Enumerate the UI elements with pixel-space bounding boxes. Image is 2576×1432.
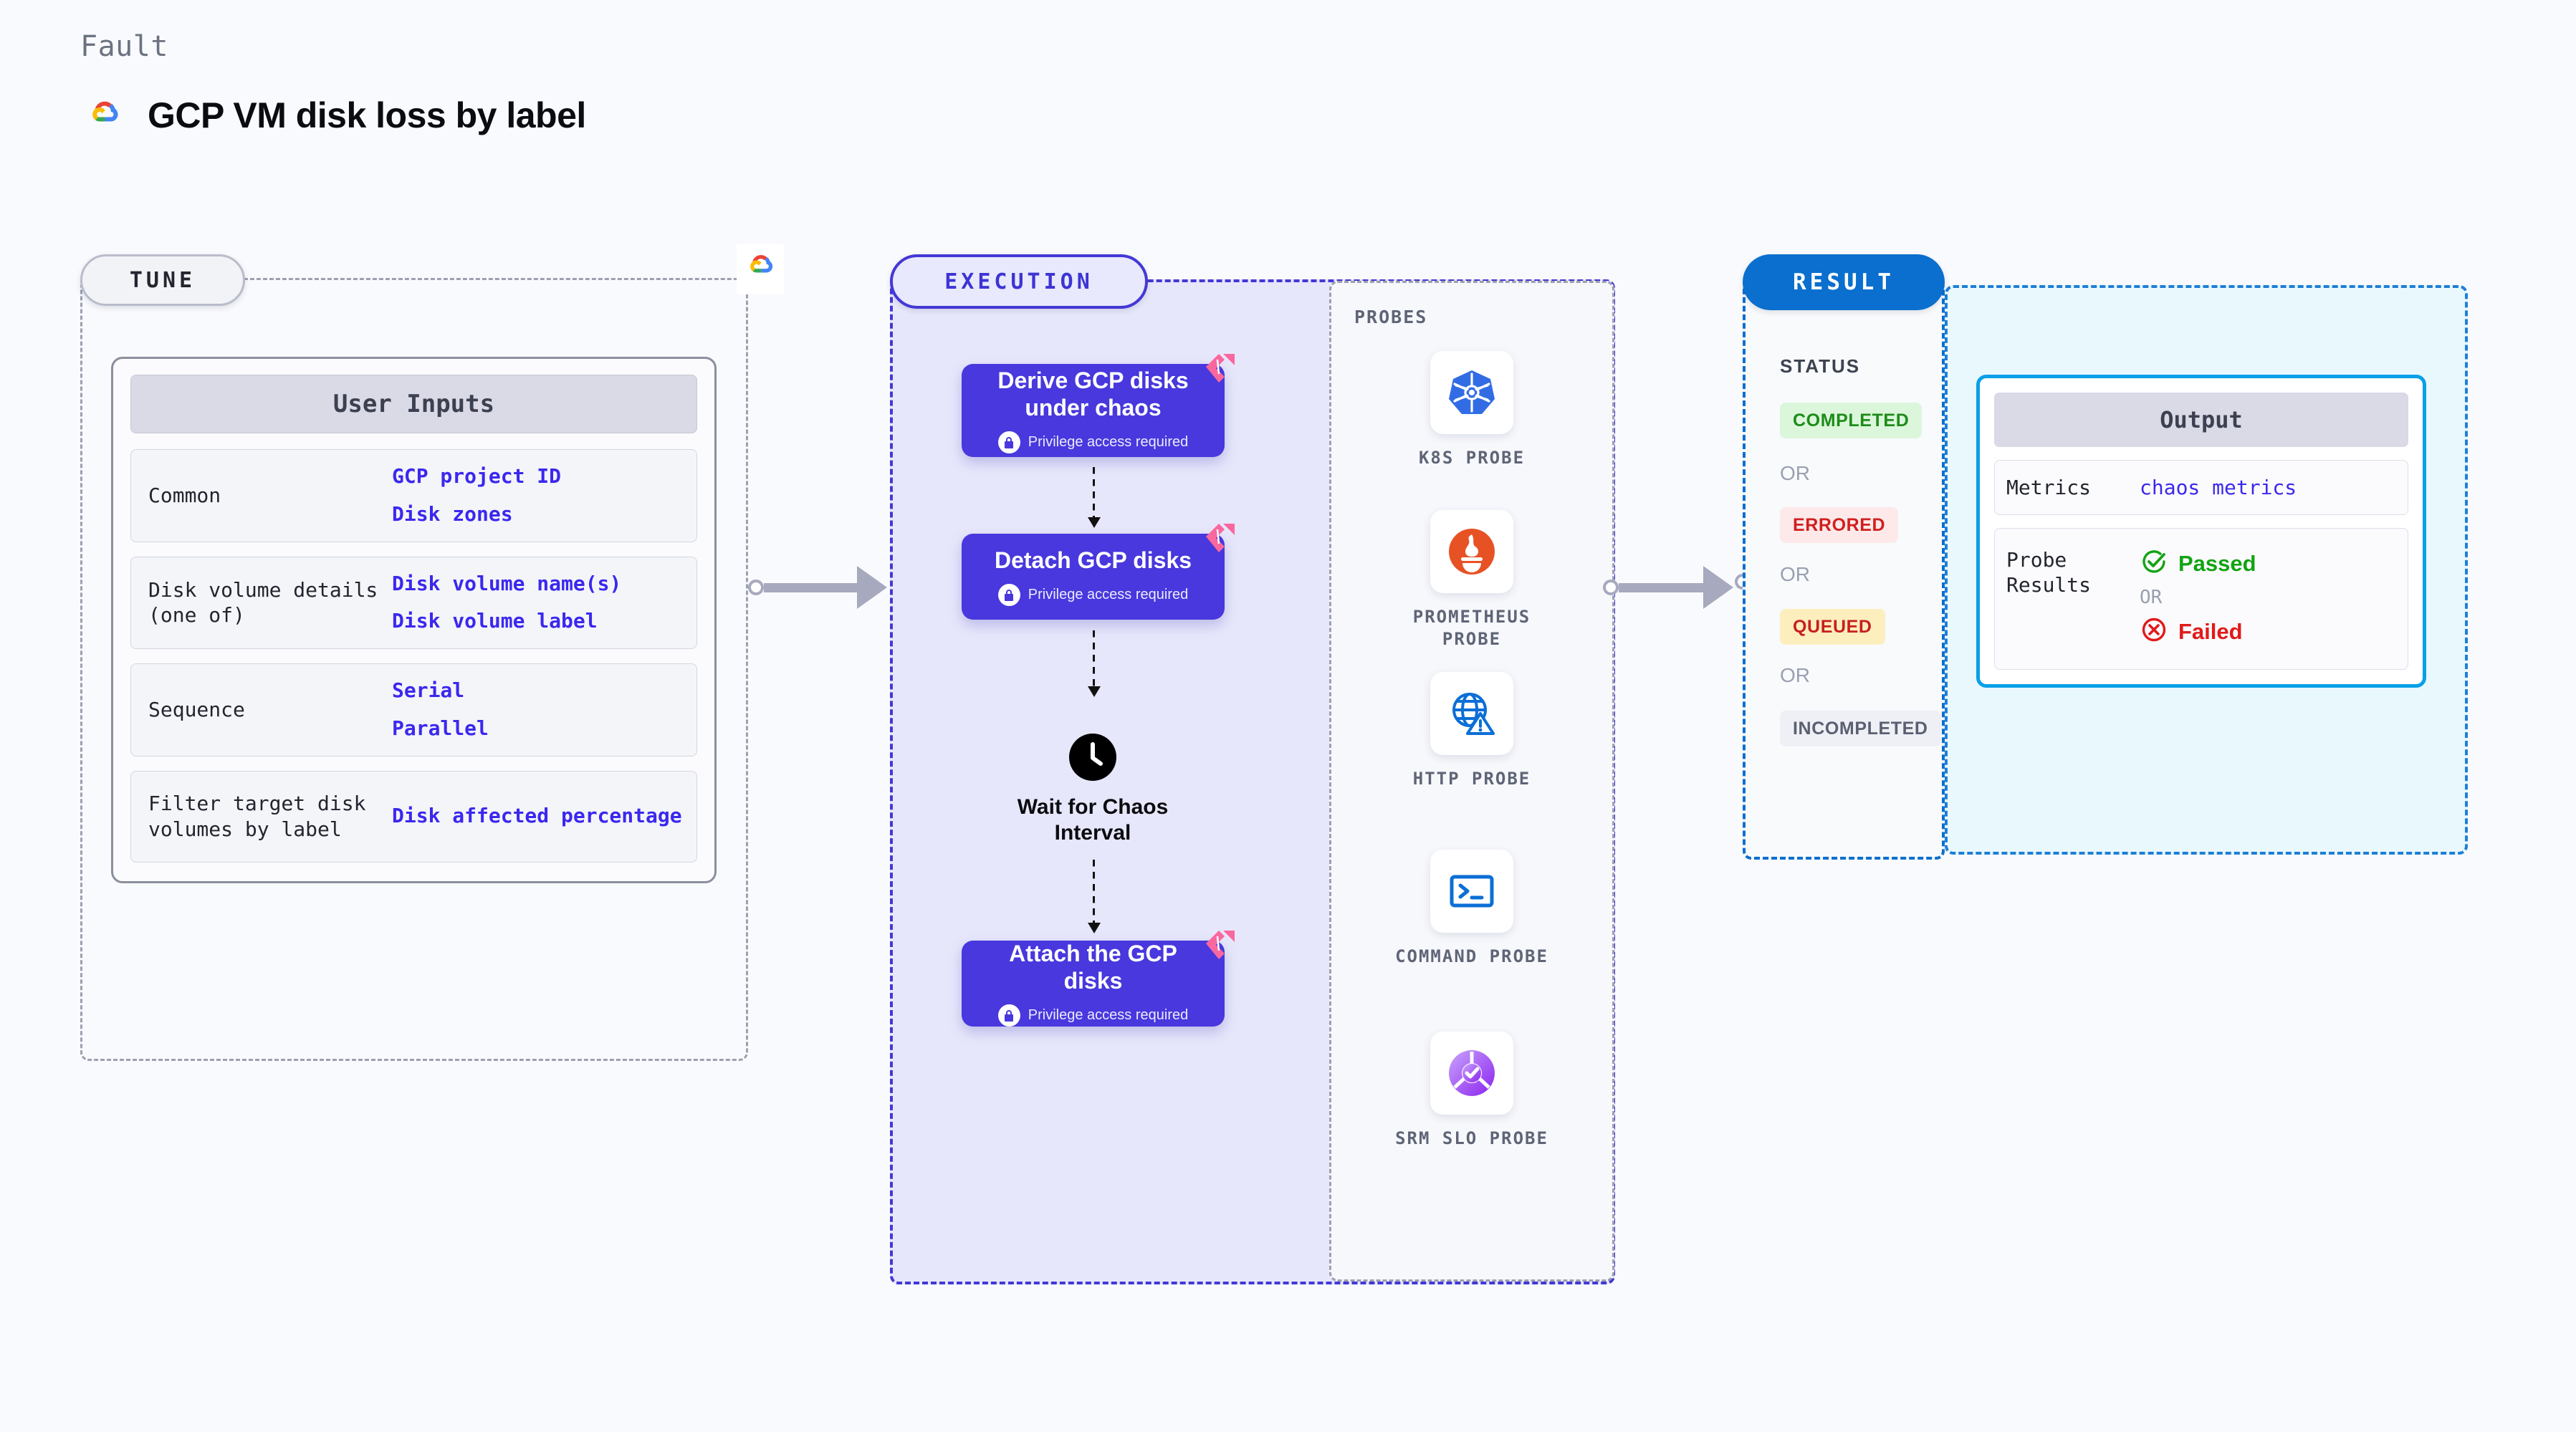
output-metrics-value[interactable]: chaos metrics	[2140, 476, 2297, 499]
kubernetes-icon	[1430, 351, 1513, 434]
tune-google-cloud-logo-icon	[737, 244, 784, 294]
execution-node-title: Wait for Chaos Interval	[1017, 795, 1169, 845]
input-value[interactable]: GCP project ID	[392, 464, 562, 488]
probe-prometheus[interactable]: PROMETHEUS PROBE	[1379, 510, 1565, 650]
privilege-note: Privilege access required	[997, 584, 1189, 607]
execution-node-wait-for-chaos-interval[interactable]: Wait for Chaos Interval	[1014, 734, 1172, 846]
input-value[interactable]: Disk volume name(s)	[392, 571, 622, 595]
privilege-note-text: Privilege access required	[1028, 434, 1189, 451]
page-eyebrow: Fault	[80, 30, 168, 63]
or-separator: OR	[1780, 563, 1810, 585]
check-circle-icon	[2140, 547, 2168, 580]
probe-k8s[interactable]: K8S PROBE	[1379, 351, 1565, 469]
probe-result-passed-label: Passed	[2178, 550, 2256, 576]
lock-icon	[997, 1004, 1020, 1027]
srm-slo-icon	[1430, 1032, 1513, 1115]
flow-arrow	[1088, 630, 1101, 697]
user-inputs-title: User Inputs	[130, 375, 697, 433]
pink-ribbon-flag-icon	[1202, 519, 1239, 560]
probe-command[interactable]: COMMAND PROBE	[1379, 850, 1565, 968]
prometheus-icon	[1430, 510, 1513, 593]
execution-badge: EXECUTION	[890, 254, 1148, 309]
probe-label: HTTP PROBE	[1412, 769, 1531, 789]
status-badge-incompleted: INCOMPLETED	[1780, 711, 1941, 746]
tune-panel	[80, 278, 748, 1061]
or-separator: OR	[1780, 664, 1810, 686]
connector-line	[764, 582, 857, 592]
execution-node-title: Attach the GCP disks	[1009, 940, 1177, 994]
status-badge-completed: COMPLETED	[1780, 403, 1923, 438]
probe-label: COMMAND PROBE	[1395, 946, 1548, 966]
page-header: GCP VM disk loss by label	[80, 92, 586, 139]
connector-tune-execution	[748, 566, 887, 609]
input-value[interactable]: Disk zones	[392, 501, 513, 526]
pink-ribbon-flag-icon	[1202, 350, 1239, 390]
input-row-label: Common	[148, 483, 221, 507]
connector-start-dot	[748, 580, 764, 595]
terminal-icon	[1430, 850, 1513, 933]
lock-icon	[997, 431, 1020, 454]
connector-line	[1619, 582, 1703, 592]
probe-label: K8S PROBE	[1418, 448, 1526, 468]
probe-result-passed: Passed	[2140, 547, 2256, 580]
flow-arrow	[1088, 467, 1101, 528]
input-value[interactable]: Disk volume label	[392, 609, 598, 633]
status-badge-errored: ERRORED	[1780, 507, 1899, 543]
execution-node-derive-gcp-disks[interactable]: Derive GCP disks under chaos Privilege a…	[962, 354, 1235, 457]
connector-execution-result	[1603, 566, 1733, 609]
page-title: GCP VM disk loss by label	[148, 95, 586, 135]
output-row-metrics[interactable]: Metrics chaos metrics	[1994, 460, 2408, 515]
privilege-note: Privilege access required	[997, 1004, 1189, 1027]
output-row-probe-results[interactable]: Probe Results Passed OR	[1994, 528, 2408, 670]
connector-start-dot	[1603, 580, 1619, 595]
probes-title: PROBES	[1354, 307, 1428, 327]
probe-label: SRM SLO PROBE	[1395, 1128, 1548, 1148]
google-cloud-logo-icon	[80, 92, 128, 139]
execution-node-attach-gcp-disks[interactable]: Attach the GCP disks Privilege access re…	[962, 931, 1235, 1027]
result-badge: RESULT	[1743, 254, 1945, 310]
probe-label: PROMETHEUS PROBE	[1412, 607, 1531, 650]
execution-node-title: Derive GCP disks under chaos	[997, 367, 1189, 421]
connector-arrowhead	[1703, 566, 1733, 609]
output-title: Output	[1994, 393, 2408, 447]
globe-warning-icon	[1430, 672, 1513, 755]
execution-node-title: Detach GCP disks	[994, 547, 1192, 573]
flow-arrow	[1088, 860, 1101, 933]
connector-arrowhead	[857, 566, 887, 609]
user-inputs-card: User Inputs Common GCP project ID Disk z…	[111, 357, 717, 883]
input-row-label: Filter target disk volumes by label	[148, 791, 366, 841]
or-separator: OR	[2140, 587, 2163, 608]
execution-node-detach-gcp-disks[interactable]: Detach GCP disks Privilege access requir…	[962, 524, 1235, 620]
probe-result-failed-label: Failed	[2178, 618, 2243, 644]
input-row-filter-target[interactable]: Filter target disk volumes by label Disk…	[130, 770, 697, 862]
input-row-sequence[interactable]: Sequence Serial Parallel	[130, 663, 697, 756]
input-value[interactable]: Disk affected percentage	[392, 804, 682, 828]
output-row-label: Probe Results	[2006, 548, 2092, 597]
probes-panel	[1329, 281, 1614, 1282]
input-row-common[interactable]: Common GCP project ID Disk zones	[130, 449, 697, 542]
tune-badge: TUNE	[80, 254, 245, 306]
clock-icon	[1069, 734, 1116, 784]
x-circle-icon	[2140, 615, 2168, 648]
or-separator: OR	[1780, 462, 1810, 484]
pink-ribbon-flag-icon	[1202, 926, 1239, 967]
probe-http[interactable]: HTTP PROBE	[1379, 672, 1565, 790]
input-row-label: Sequence	[148, 698, 245, 722]
output-row-label: Metrics	[2006, 476, 2092, 499]
status-badge-queued: QUEUED	[1780, 609, 1885, 645]
input-row-disk-volume-details[interactable]: Disk volume details (one of) Disk volume…	[130, 556, 697, 650]
input-value[interactable]: Parallel	[392, 716, 489, 740]
probe-srm-slo[interactable]: SRM SLO PROBE	[1379, 1032, 1565, 1150]
privilege-note-text: Privilege access required	[1028, 587, 1189, 603]
probe-result-failed: Failed	[2140, 615, 2256, 648]
output-card: Output Metrics chaos metrics Probe Resul…	[1976, 375, 2426, 688]
privilege-note-text: Privilege access required	[1028, 1007, 1189, 1024]
result-status-panel	[1743, 279, 1945, 860]
lock-icon	[997, 584, 1020, 607]
status-title: STATUS	[1780, 355, 1861, 377]
input-row-label: Disk volume details (one of)	[148, 577, 378, 628]
privilege-note: Privilege access required	[997, 431, 1189, 454]
input-value[interactable]: Serial	[392, 678, 465, 703]
